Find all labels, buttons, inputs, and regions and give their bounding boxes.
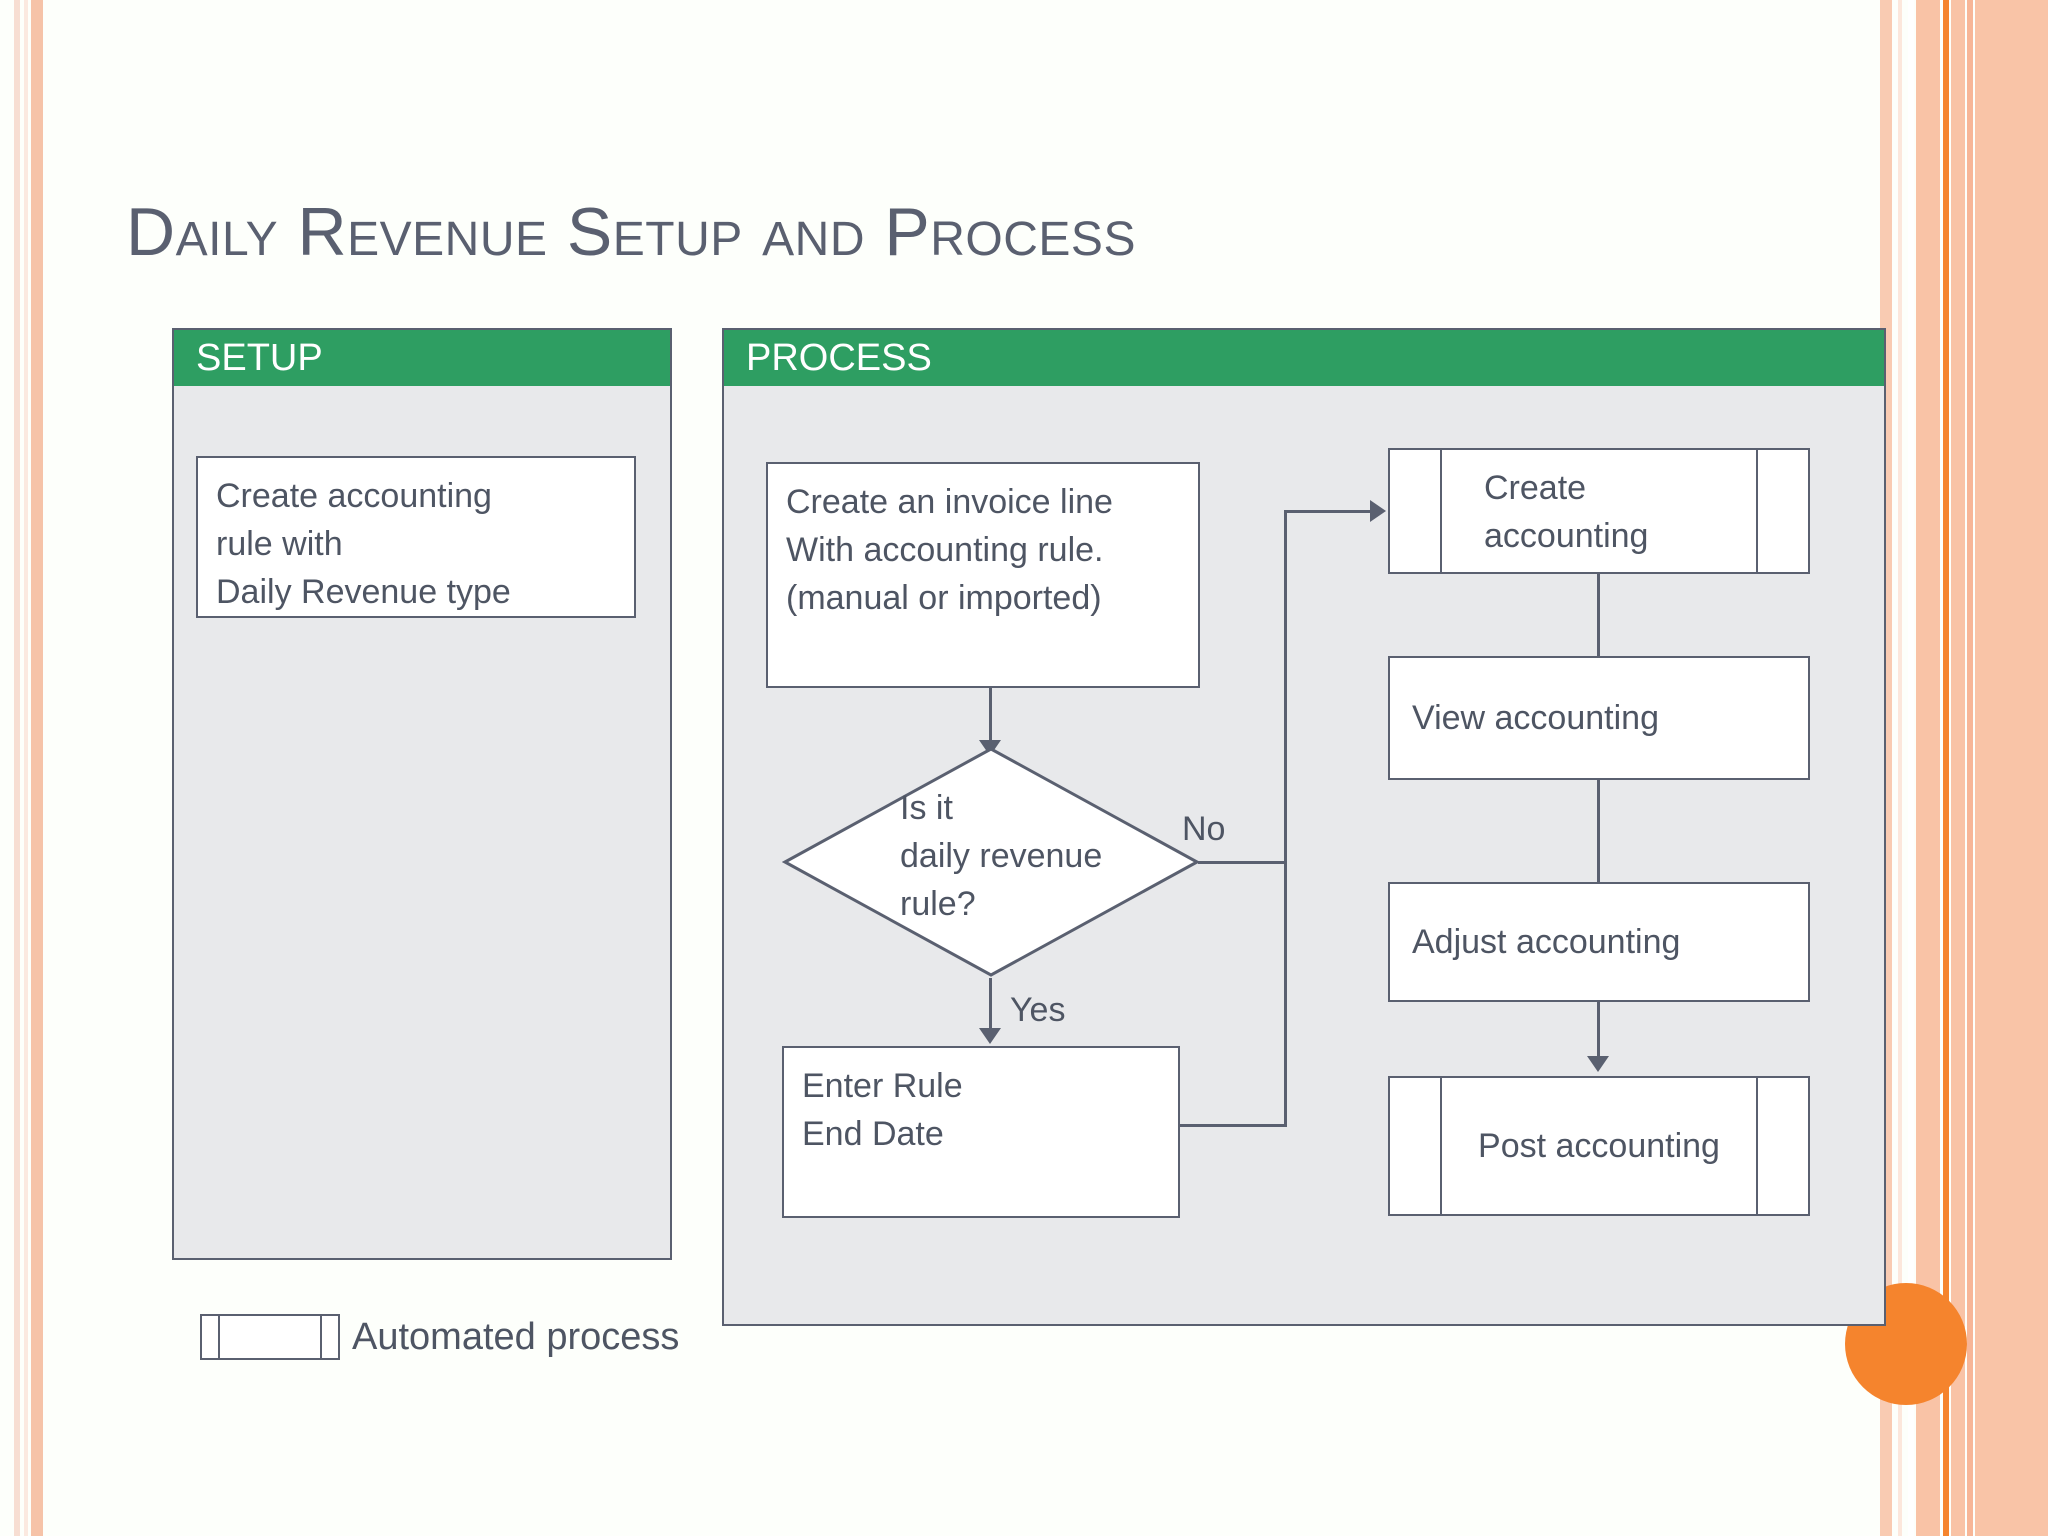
automated-process-icon — [200, 1314, 340, 1360]
node-adjust-accounting[interactable]: Adjust accounting — [1388, 882, 1810, 1002]
legend-label: Automated process — [352, 1316, 680, 1358]
right-stripe-7 — [1967, 0, 1973, 1536]
legend: Automated process — [200, 1314, 679, 1360]
diamond-shape — [781, 747, 1201, 977]
connector-riser-lower — [1284, 861, 1287, 1127]
connector-invoice-to-decision — [989, 688, 992, 744]
page-title: Daily Revenue Setup and Process — [126, 194, 1136, 270]
right-stripe-3 — [1908, 0, 1914, 1536]
node-decision-daily-revenue-rule[interactable]: Is it daily revenue rule? — [781, 746, 1201, 978]
node-view-accounting[interactable]: View accounting — [1388, 656, 1810, 780]
node-post-accounting[interactable]: Post accounting — [1388, 1076, 1810, 1216]
connector-view-to-adjust — [1597, 780, 1600, 882]
right-stripe-2 — [1898, 0, 1902, 1536]
connector-create-to-view — [1597, 574, 1600, 656]
right-stripe-6 — [1951, 0, 1965, 1536]
right-stripe-5 — [1943, 0, 1949, 1536]
connector-yes-vertical — [989, 978, 992, 1030]
process-panel-header: PROCESS — [724, 330, 1884, 386]
node-enter-rule-end-date[interactable]: Enter Rule End Date — [782, 1046, 1180, 1218]
connector-no-horizontal — [1198, 861, 1287, 864]
post-accounting-label: Post accounting — [1478, 1127, 1720, 1165]
edge-label-yes: Yes — [1010, 991, 1066, 1029]
connector-no-vertical — [1284, 510, 1287, 863]
right-stripe-8 — [1975, 0, 2048, 1536]
right-stripe-4 — [1916, 0, 1940, 1536]
left-stripe-2 — [24, 0, 28, 1536]
arrowhead-adjust-to-post — [1587, 1056, 1609, 1072]
decision-label: Is it daily revenue rule? — [900, 789, 1103, 923]
left-stripe-1 — [14, 0, 20, 1536]
edge-label-no: No — [1182, 810, 1226, 848]
connector-adjust-to-post — [1597, 1002, 1600, 1058]
node-create-accounting-rule[interactable]: Create accounting rule with Daily Revenu… — [196, 456, 636, 618]
connector-enddate-to-riser — [1180, 1124, 1287, 1127]
node-create-accounting[interactable]: Create accounting — [1388, 448, 1810, 574]
node-create-invoice-line[interactable]: Create an invoice line With accounting r… — [766, 462, 1200, 688]
arrowhead-into-create-accounting — [1370, 500, 1386, 522]
setup-panel-header: SETUP — [174, 330, 670, 386]
create-accounting-label: Create accounting — [1484, 469, 1649, 555]
arrowhead-yes-to-enddate — [979, 1028, 1001, 1044]
connector-no-into-create — [1284, 510, 1372, 513]
left-stripe-3 — [31, 0, 43, 1536]
